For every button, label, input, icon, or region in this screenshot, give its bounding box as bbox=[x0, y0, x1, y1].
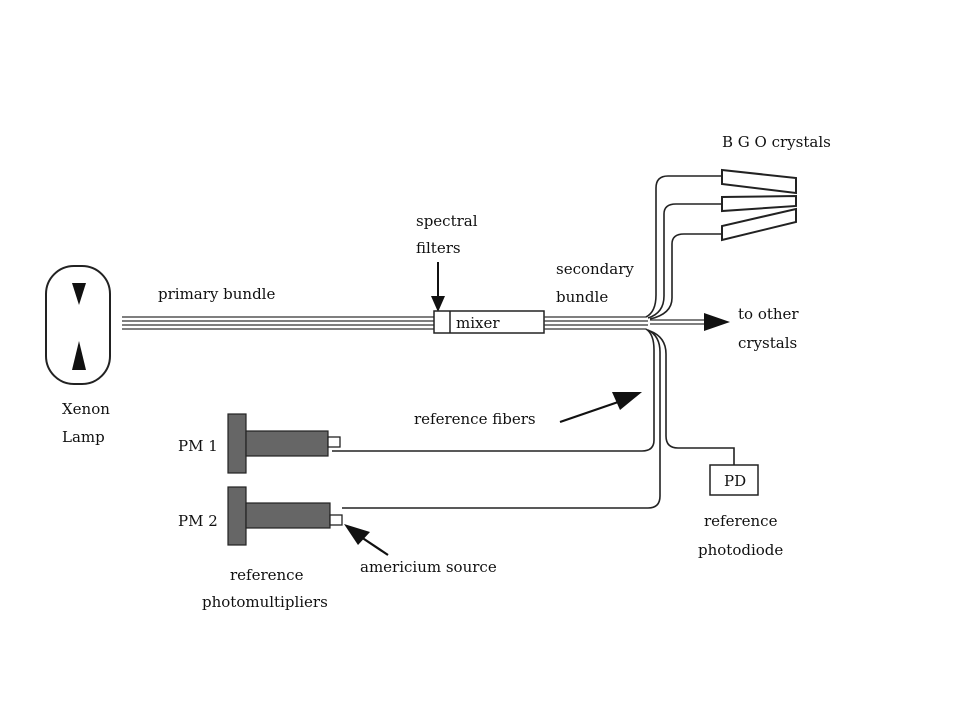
bgo-crystal-3 bbox=[721, 207, 797, 242]
to-other-crystals-fibers bbox=[650, 313, 730, 331]
label-pm2: PM 2 bbox=[178, 512, 218, 530]
pm1 bbox=[227, 413, 341, 474]
xenon-lamp bbox=[45, 265, 111, 385]
label-bundle: bundle bbox=[556, 288, 608, 306]
crystal-fibers bbox=[645, 175, 722, 320]
label-americium-source: americium source bbox=[360, 558, 497, 576]
label-reference-pd-1: reference bbox=[704, 512, 778, 530]
secondary-bundle bbox=[544, 316, 648, 330]
pm2 bbox=[227, 486, 343, 546]
label-spectral: spectral bbox=[416, 212, 478, 230]
to-other-arrow-icon bbox=[704, 313, 730, 331]
label-reference-pm-2: photomultipliers bbox=[202, 593, 328, 611]
bgo-crystals bbox=[721, 168, 797, 242]
primary-bundle bbox=[122, 316, 434, 330]
label-crystals: crystals bbox=[738, 334, 797, 352]
label-lamp: Lamp bbox=[62, 428, 105, 446]
reference-fibers bbox=[332, 328, 735, 509]
reference-fibers-arrow bbox=[559, 392, 642, 424]
label-reference-pd-2: photodiode bbox=[698, 541, 783, 559]
bgo-crystal-1 bbox=[721, 168, 797, 195]
pm1-window bbox=[327, 436, 341, 448]
label-reference-fibers: reference fibers bbox=[414, 410, 536, 428]
label-reference-pm-1: reference bbox=[230, 566, 304, 584]
lamp-electrode-bottom-icon bbox=[72, 341, 86, 370]
label-mixer: mixer bbox=[456, 314, 500, 332]
spectral-filters-arrow bbox=[431, 262, 445, 312]
lamp-housing bbox=[45, 265, 111, 385]
mixer-box bbox=[433, 310, 545, 334]
pm2-window bbox=[329, 514, 343, 526]
label-filters: filters bbox=[416, 239, 461, 257]
label-pd: PD bbox=[724, 472, 746, 490]
bgo-crystal-2 bbox=[721, 194, 797, 213]
label-xenon: Xenon bbox=[62, 400, 110, 418]
pm1-base bbox=[227, 413, 247, 474]
label-to-other: to other bbox=[738, 305, 799, 323]
pm2-base bbox=[227, 486, 247, 546]
label-bgo-crystals: B G O crystals bbox=[722, 133, 831, 151]
photodiode bbox=[709, 464, 759, 496]
americium-arrow bbox=[344, 524, 389, 556]
pm1-body bbox=[245, 430, 329, 457]
mixer bbox=[433, 310, 545, 334]
label-pm1: PM 1 bbox=[178, 437, 218, 455]
label-primary-bundle: primary bundle bbox=[158, 285, 275, 303]
label-secondary: secondary bbox=[556, 260, 634, 278]
pm2-body bbox=[245, 502, 331, 529]
pd-box bbox=[709, 464, 759, 496]
lamp-electrode-top-icon bbox=[72, 283, 86, 305]
